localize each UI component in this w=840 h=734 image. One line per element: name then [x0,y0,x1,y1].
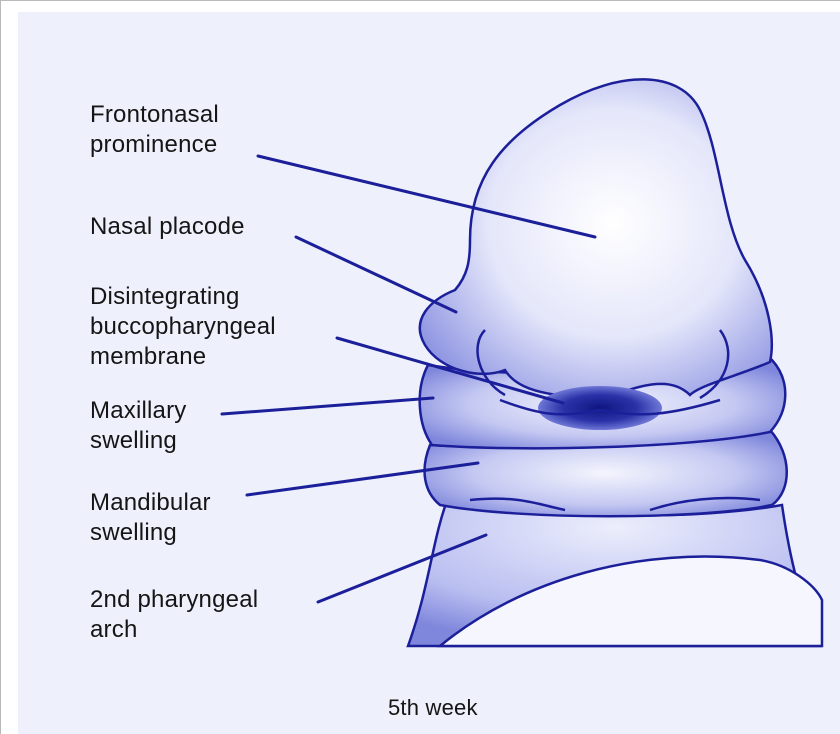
buccopharyngeal-membrane-shape [538,386,662,430]
label-mandibular-swelling: Mandibular swelling [90,488,211,548]
label-second-pharyngeal-arch: 2nd pharyngeal arch [90,585,258,645]
leader-nasal-placode [296,237,456,312]
label-maxillary-swelling: Maxillary swelling [90,396,186,456]
label-nasal-placode: Nasal placode [90,212,245,242]
frontonasal-prominence-shape [420,79,772,400]
label-frontonasal-prominence: Frontonasal prominence [90,100,219,160]
figure-caption: 5th week [388,693,478,723]
label-buccopharyngeal-membrane: Disintegrating buccopharyngeal membrane [90,282,276,372]
leader-maxillary [222,398,433,414]
